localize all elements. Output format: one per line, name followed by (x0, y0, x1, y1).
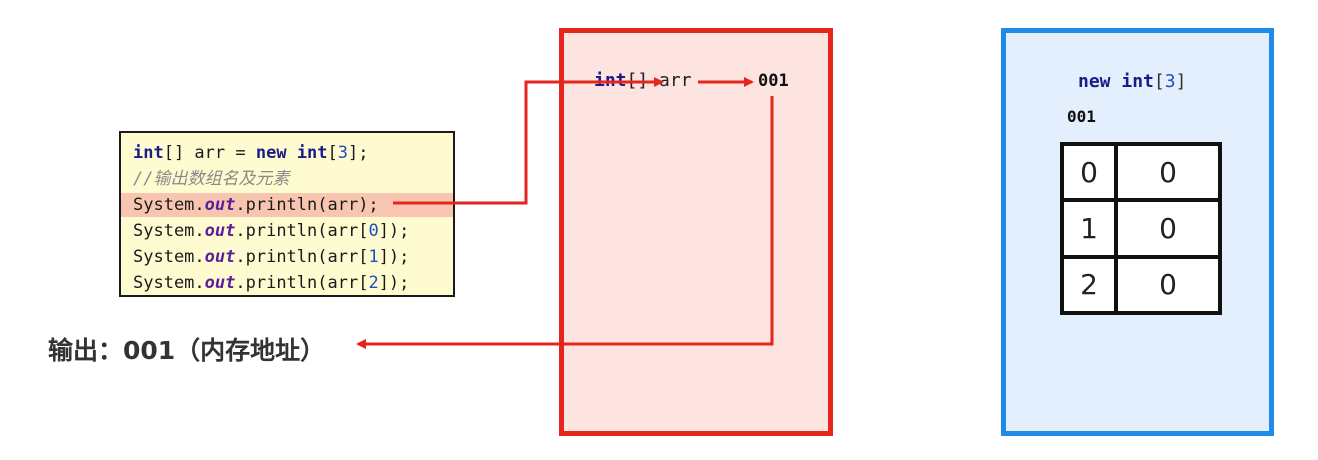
array-value-cell: 0 (1114, 198, 1222, 259)
highlighted-line (121, 193, 453, 217)
code-snippet-box: int[] arr = new int[3]; //输出数组名及元素 Syste… (119, 131, 455, 297)
array-value-cell: 0 (1114, 254, 1222, 316)
array-index-cell: 1 (1060, 198, 1118, 259)
array-table: 0 0 1 0 2 0 (1060, 141, 1222, 316)
array-row: 1 0 (1060, 198, 1222, 259)
stack-address-value: 001 (758, 71, 789, 91)
heap-address-label: 001 (1067, 107, 1096, 126)
array-row: 2 0 (1060, 254, 1222, 316)
code-line-declaration: int[] arr = new int[3]; (133, 143, 369, 163)
code-line-print-arr-0: System.out.println(arr[0]); (133, 221, 410, 241)
array-index-cell: 2 (1060, 254, 1118, 316)
array-value-cell: 0 (1114, 141, 1222, 203)
heap-memory-box (1001, 28, 1274, 436)
code-line-print-arr-1: System.out.println(arr[1]); (133, 247, 410, 267)
array-index-cell: 0 (1060, 141, 1118, 203)
stack-memory-box (559, 28, 833, 436)
arrow-address-to-output (356, 96, 774, 349)
output-text: 输出：001（内存地址） (48, 336, 326, 365)
code-line-print-arr: System.out.println(arr); (133, 195, 379, 215)
arrow-code-to-stack (393, 77, 664, 205)
code-comment: //输出数组名及元素 (133, 169, 290, 189)
code-line-print-arr-2: System.out.println(arr[2]); (133, 273, 410, 293)
array-row: 0 0 (1060, 141, 1222, 203)
heap-new-expression: new int[3] (1078, 71, 1187, 92)
